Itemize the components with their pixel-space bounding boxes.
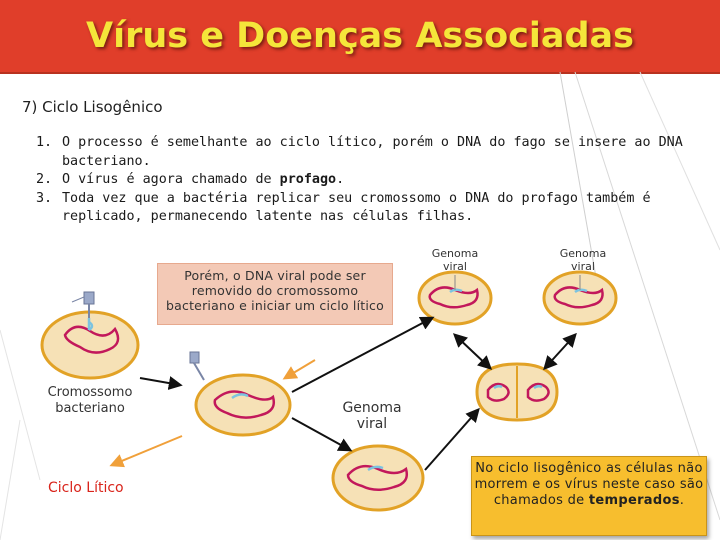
bacterial-cell-4: [544, 272, 616, 324]
arrow: [292, 318, 432, 392]
label-genoma-viral: Genoma viral: [337, 400, 407, 432]
phage-icon: [190, 352, 204, 380]
label-genoma-viral: Genoma viral: [420, 247, 490, 273]
note-box: No ciclo lisogênico as células não morre…: [471, 456, 707, 536]
arrow: [140, 378, 180, 385]
note-end: .: [680, 493, 684, 508]
callout-box: Porém, o DNA viral pode ser removido do …: [157, 263, 393, 325]
arrow-ciclo-litico: [285, 360, 315, 378]
arrow: [545, 335, 575, 368]
bacterial-cell-2: [190, 352, 290, 435]
arrow-ciclo-litico: [112, 436, 182, 465]
label-cromossomo: Cromossomo bacteriano: [45, 385, 135, 417]
bacterial-cell-1: [42, 292, 138, 378]
arrow: [455, 335, 490, 368]
dividing-cell: [477, 364, 557, 420]
bacterial-cell-3: [419, 272, 491, 324]
label-genoma-viral: Genoma viral: [548, 247, 618, 273]
bacterial-cell-6: [333, 446, 423, 510]
note-bold: temperados: [589, 493, 680, 508]
label-ciclo-litico: Ciclo Lítico: [48, 480, 148, 496]
